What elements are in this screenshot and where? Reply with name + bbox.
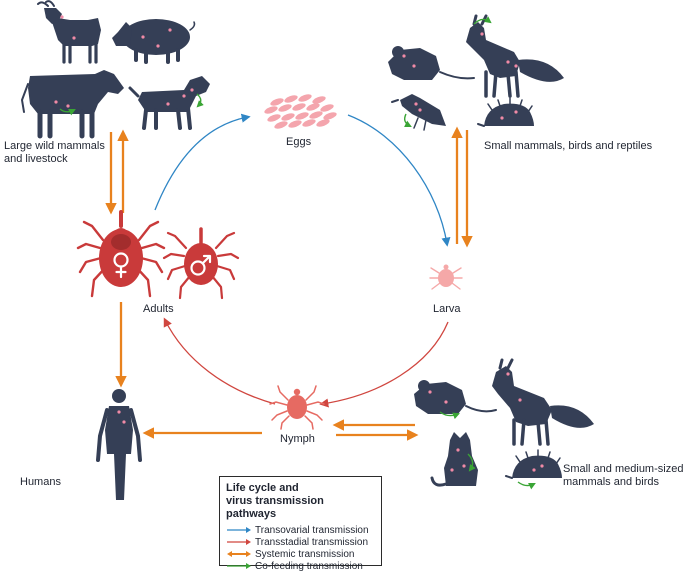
humans-label: Humans	[20, 476, 61, 488]
systemic-arrows-small-hosts	[451, 126, 473, 248]
male-symbol-icon	[190, 254, 212, 276]
eggs-label: Eggs	[286, 136, 312, 148]
co-feeding-arrows	[59, 16, 536, 490]
cat-silhouette	[430, 432, 478, 487]
double-arrow-icon	[227, 551, 251, 557]
transstadial-arrow-nymph-to-adults	[163, 317, 276, 405]
cow-silhouette	[20, 70, 124, 139]
legend-item-co-feeding: Co-feeding transmission	[226, 560, 375, 572]
systemic-arrows-large-hosts	[105, 129, 129, 215]
human-silhouette	[96, 389, 142, 500]
legend-item-label: Transovarial transmission	[255, 524, 369, 536]
larva-label: Larva	[433, 303, 461, 315]
hedgehog-silhouette-2	[505, 449, 562, 479]
larva-tick-icon	[429, 264, 463, 290]
eggs-cluster	[264, 94, 337, 129]
legend-item-label: Transstadial transmission	[255, 536, 369, 548]
single-arrow-icon	[227, 527, 251, 533]
nymph-label: Nymph	[280, 433, 315, 445]
adults-label: Adults	[143, 303, 174, 315]
transstadial-arrow-larva-to-nymph	[319, 321, 449, 408]
legend-item-transovarial: Transovarial transmission	[226, 524, 375, 536]
fox-silhouette-2	[492, 358, 594, 446]
legend-item-label: Co-feeding transmission	[255, 560, 363, 572]
curved-arrow-icon	[227, 563, 251, 569]
transovarial-arrow-adults-to-eggs	[154, 113, 251, 211]
legend-item-label: Systemic transmission	[255, 548, 355, 560]
fox-silhouette	[466, 14, 564, 98]
legend-title: Life cycle and virus transmission pathwa…	[226, 482, 324, 520]
legend-item-transstadial: Transstadial transmission	[226, 536, 375, 548]
large-hosts-label: Large wild mammals and livestock	[4, 140, 105, 165]
hedgehog-silhouette	[477, 97, 534, 127]
adult-female-tick-icon	[76, 210, 166, 298]
medium-hosts-label: Small and medium-sized mammals and birds	[563, 463, 684, 488]
transovarial-arrow-eggs-to-larva	[347, 114, 451, 247]
dog-silhouette	[128, 76, 210, 130]
infection-dots	[54, 15, 544, 472]
systemic-arrows-medium-hosts	[332, 419, 419, 441]
legend-item-systemic: Systemic transmission	[226, 548, 375, 560]
nymph-tick-icon	[269, 385, 325, 430]
female-symbol-icon	[113, 252, 129, 279]
goat-silhouette	[37, 0, 101, 64]
bird-silhouette	[391, 94, 446, 131]
rodent-silhouette-2	[414, 380, 497, 414]
single-arrow-icon	[227, 539, 251, 545]
adult-male-tick-icon	[162, 227, 240, 300]
small-hosts-label: Small mammals, birds and reptiles	[484, 140, 653, 152]
legend-box: Life cycle and virus transmission pathwa…	[219, 476, 382, 572]
rodent-silhouette	[388, 46, 475, 80]
pig-silhouette	[112, 19, 196, 64]
